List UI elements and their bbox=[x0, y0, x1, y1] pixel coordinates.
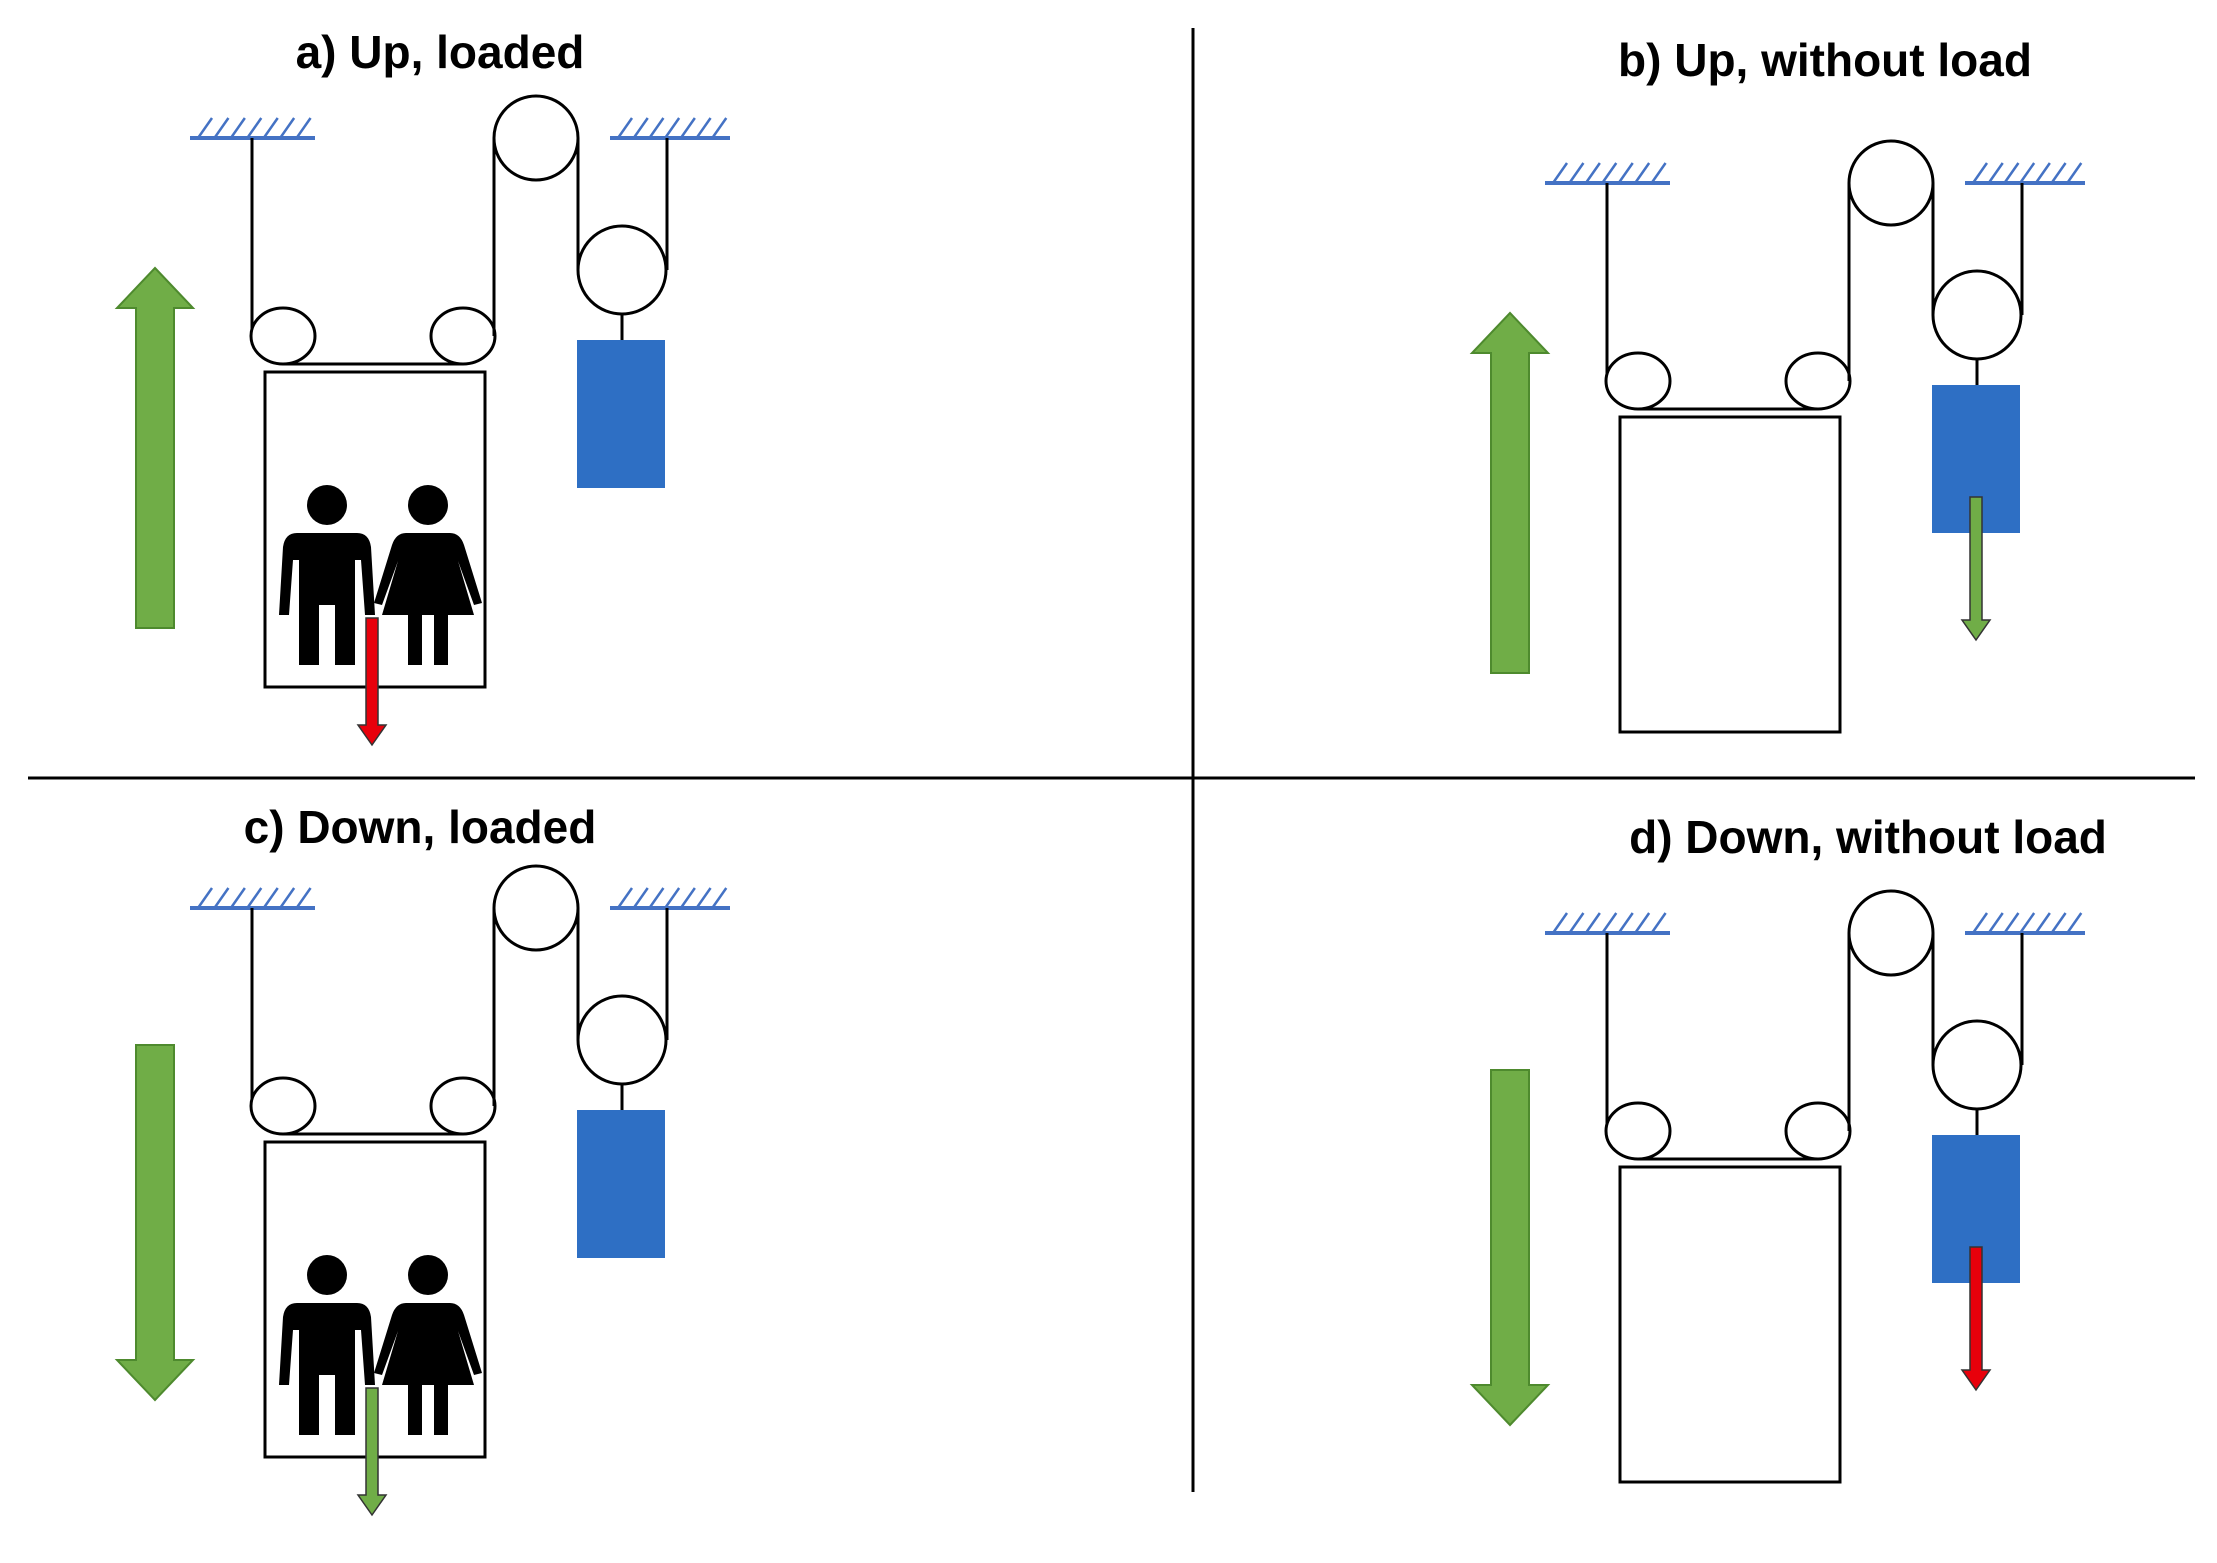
pulley-icon bbox=[429, 306, 497, 366]
hatch-stroke bbox=[279, 117, 296, 139]
pulley-icon bbox=[1784, 1101, 1852, 1161]
pulley-icon bbox=[576, 994, 668, 1086]
pulley-icon bbox=[249, 1076, 317, 1136]
hatch-stroke bbox=[2066, 912, 2083, 934]
hatch-stroke bbox=[1634, 912, 1651, 934]
hatch-stroke bbox=[1568, 162, 1585, 184]
panels-layer bbox=[114, 94, 2085, 1517]
counterweight bbox=[577, 1110, 665, 1258]
hatch-stroke bbox=[262, 887, 279, 909]
hatch-stroke bbox=[196, 887, 214, 909]
hatch-stroke bbox=[1617, 912, 1634, 934]
hatch-stroke bbox=[196, 117, 214, 139]
hatch-stroke bbox=[1601, 162, 1618, 184]
traction-sheave-icon bbox=[492, 864, 580, 952]
hatch-stroke bbox=[246, 117, 263, 139]
elevator-cabin bbox=[1618, 1165, 1842, 1484]
hatch-stroke bbox=[679, 117, 696, 139]
hatch-stroke bbox=[1971, 912, 1989, 934]
hatch-stroke bbox=[295, 887, 312, 909]
force-arrow-counterweight bbox=[1960, 1246, 1992, 1392]
traction-sheave-icon bbox=[1847, 889, 1935, 977]
hatch-stroke bbox=[1568, 912, 1585, 934]
hatch-stroke bbox=[2034, 162, 2051, 184]
hatch-stroke bbox=[2003, 912, 2020, 934]
hatch-stroke bbox=[2066, 162, 2083, 184]
traction-sheave-icon bbox=[492, 94, 580, 182]
hatch-stroke bbox=[664, 887, 681, 909]
hatch-stroke bbox=[229, 887, 246, 909]
hatch-stroke bbox=[246, 887, 263, 909]
panel-b-title: b) Up, without load bbox=[1618, 34, 2032, 86]
motion-arrow-up bbox=[114, 266, 196, 629]
hatch-stroke bbox=[2050, 912, 2067, 934]
hatch-stroke bbox=[229, 117, 246, 139]
hatch-stroke bbox=[2019, 912, 2036, 934]
elevator-system-b bbox=[1469, 139, 2085, 734]
hatch-stroke bbox=[1987, 912, 2004, 934]
panel-c-title: c) Down, loaded bbox=[244, 801, 597, 853]
hatch-stroke bbox=[1971, 162, 1989, 184]
pulley-icon bbox=[429, 1076, 497, 1136]
hatch-stroke bbox=[1584, 912, 1601, 934]
hatch-stroke bbox=[648, 887, 665, 909]
hatch-stroke bbox=[664, 117, 681, 139]
pulley-icon bbox=[1931, 1019, 2023, 1111]
hatch-stroke bbox=[679, 887, 696, 909]
hatch-stroke bbox=[1617, 162, 1634, 184]
hatch-stroke bbox=[1584, 162, 1601, 184]
hatch-stroke bbox=[695, 117, 712, 139]
panel-d-title: d) Down, without load bbox=[1629, 811, 2107, 863]
hatch-stroke bbox=[2019, 162, 2036, 184]
pulley-icon bbox=[1604, 1101, 1672, 1161]
hatch-stroke bbox=[262, 117, 279, 139]
hatch-stroke bbox=[1601, 912, 1618, 934]
pulley-icon bbox=[1604, 351, 1672, 411]
hatch-stroke bbox=[711, 117, 728, 139]
hatch-stroke bbox=[711, 887, 728, 909]
hatch-stroke bbox=[695, 887, 712, 909]
force-arrow-counterweight bbox=[1960, 496, 1992, 642]
hatch-stroke bbox=[648, 117, 665, 139]
pulley-icon bbox=[249, 306, 317, 366]
hatch-stroke bbox=[1650, 162, 1667, 184]
hatch-stroke bbox=[2050, 162, 2067, 184]
hatch-stroke bbox=[1551, 912, 1569, 934]
pulley-icon bbox=[1931, 269, 2023, 361]
motion-arrow-down bbox=[114, 1044, 196, 1402]
hatch-stroke bbox=[295, 117, 312, 139]
hatch-stroke bbox=[632, 117, 649, 139]
hatch-stroke bbox=[279, 887, 296, 909]
elevator-cabin bbox=[1618, 415, 1842, 734]
hatch-stroke bbox=[213, 117, 230, 139]
pulley-icon bbox=[576, 224, 668, 316]
traction-sheave-icon bbox=[1847, 139, 1935, 227]
hatch-stroke bbox=[1551, 162, 1569, 184]
motion-arrow-down bbox=[1469, 1069, 1551, 1427]
elevator-system-d bbox=[1469, 889, 2085, 1484]
hatch-stroke bbox=[213, 887, 230, 909]
hatch-stroke bbox=[2003, 162, 2020, 184]
motion-arrow-up bbox=[1469, 311, 1551, 674]
hatch-stroke bbox=[1987, 162, 2004, 184]
counterweight bbox=[577, 340, 665, 488]
hatch-stroke bbox=[632, 887, 649, 909]
elevator-system-a bbox=[114, 94, 730, 747]
hatch-stroke bbox=[1634, 162, 1651, 184]
force-arrow-cabin bbox=[356, 617, 388, 747]
pulley-icon bbox=[1784, 351, 1852, 411]
hatch-stroke bbox=[616, 887, 634, 909]
panel-a-title: a) Up, loaded bbox=[296, 26, 585, 78]
hatch-stroke bbox=[1650, 912, 1667, 934]
elevator-system-c bbox=[114, 864, 730, 1517]
hatch-stroke bbox=[2034, 912, 2051, 934]
hatch-stroke bbox=[616, 117, 634, 139]
force-arrow-cabin bbox=[356, 1387, 388, 1517]
